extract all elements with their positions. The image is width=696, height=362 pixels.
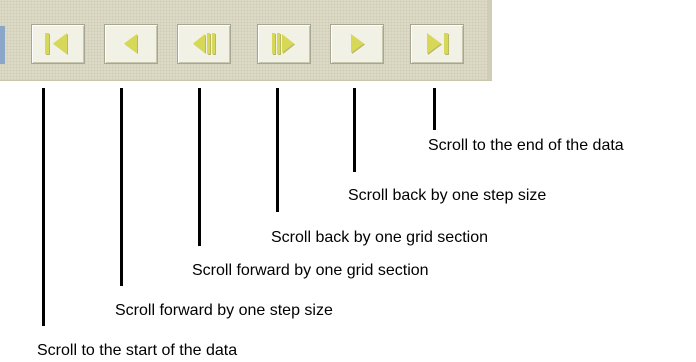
last-page-icon <box>427 33 449 55</box>
callout-label-first: Scroll to the start of the data <box>37 342 238 359</box>
navigation-toolbar <box>0 0 492 81</box>
step-forward-icon <box>351 34 365 54</box>
step-forward-button[interactable] <box>330 24 384 64</box>
callout-line-step-forward <box>353 88 356 172</box>
callout-line-step-back <box>120 88 123 286</box>
callout-line-first <box>42 88 45 326</box>
grid-back-button[interactable] <box>177 24 231 64</box>
callout-label-step-back: Scroll forward by one step size <box>115 302 333 319</box>
first-page-button[interactable] <box>31 24 85 64</box>
toolbar-right-edge <box>487 0 492 80</box>
step-back-icon <box>124 34 138 54</box>
grid-forward-button[interactable] <box>257 24 311 64</box>
callout-label-grid-back: Scroll forward by one grid section <box>192 262 429 279</box>
callout-line-last <box>433 88 436 130</box>
first-page-icon <box>45 33 68 55</box>
last-page-button[interactable] <box>410 24 464 64</box>
callout-label-grid-forward: Scroll back by one grid section <box>271 229 488 246</box>
grid-forward-icon <box>272 33 295 55</box>
grid-back-icon <box>193 33 216 55</box>
callout-label-step-forward: Scroll back by one step size <box>348 187 547 204</box>
toolbar-left-edge <box>0 26 5 64</box>
callout-line-grid-back <box>198 88 201 246</box>
callout-line-grid-forward <box>276 88 279 212</box>
callout-label-last: Scroll to the end of the data <box>428 137 624 154</box>
step-back-button[interactable] <box>104 24 158 64</box>
